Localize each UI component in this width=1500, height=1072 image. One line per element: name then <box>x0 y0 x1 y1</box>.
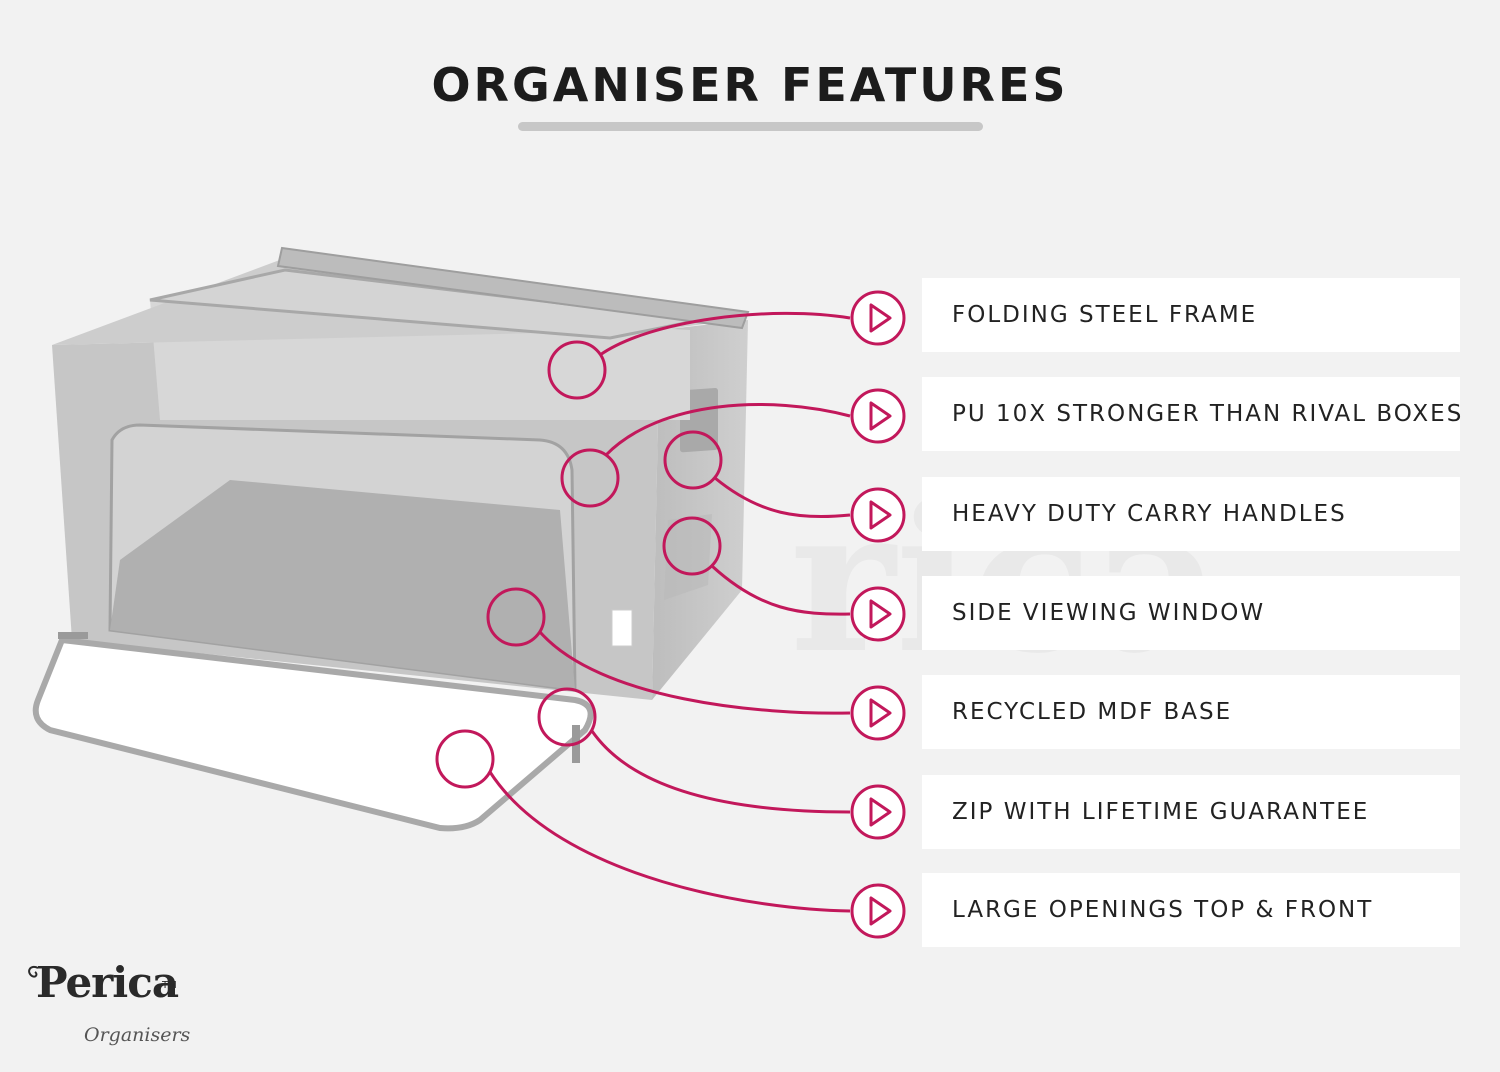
hotspot-large-openings <box>435 729 495 789</box>
connector-line <box>714 476 851 519</box>
brand-logo: Perica TM Organisers <box>24 958 194 1048</box>
connector-line <box>538 631 851 715</box>
mdf-base <box>110 480 575 690</box>
feature-item-large-openings: LARGE OPENINGS TOP & FRONT <box>922 873 1460 947</box>
connector-line <box>488 771 851 913</box>
hotspot-zip <box>537 687 597 747</box>
steel-frame-bar <box>276 246 750 330</box>
feature-item-pu-strength: PU 10X STRONGER THAN RIVAL BOXES <box>922 377 1464 451</box>
play-circle-icon <box>850 883 906 939</box>
play-circle-icon <box>850 388 906 444</box>
feature-label: FOLDING STEEL FRAME <box>952 302 1258 328</box>
play-circle-icon <box>850 487 906 543</box>
page-title: ORGANISER FEATURES <box>431 58 1069 112</box>
connector-line <box>604 403 851 457</box>
feature-item-steel-frame: FOLDING STEEL FRAME <box>922 278 1460 352</box>
feature-item-carry-handles: HEAVY DUTY CARRY HANDLES <box>922 477 1460 551</box>
play-circle-icon <box>850 784 906 840</box>
feature-label: ZIP WITH LIFETIME GUARANTEE <box>952 799 1370 825</box>
play-circle-icon <box>850 290 906 346</box>
hotspot-mdf-base <box>486 587 546 647</box>
play-circle-icon <box>850 586 906 642</box>
hotspot-steel-frame <box>547 340 607 400</box>
connector-line <box>710 564 851 616</box>
feature-item-zip-guarantee: ZIP WITH LIFETIME GUARANTEE <box>922 775 1460 849</box>
feature-label: HEAVY DUTY CARRY HANDLES <box>952 501 1347 527</box>
brand-name: Perica <box>36 958 179 1007</box>
feature-label: LARGE OPENINGS TOP & FRONT <box>952 897 1374 923</box>
connector-line <box>590 730 851 814</box>
feature-label: SIDE VIEWING WINDOW <box>952 600 1266 626</box>
hotspot-pu-material <box>560 448 620 508</box>
swirl-icon <box>28 966 39 978</box>
hotspot-side-window <box>662 516 722 576</box>
feature-item-side-window: SIDE VIEWING WINDOW <box>922 576 1460 650</box>
side-window <box>664 514 712 600</box>
play-circle-icon <box>850 685 906 741</box>
feature-label: PU 10X STRONGER THAN RIVAL BOXES <box>952 401 1464 427</box>
connector-line <box>599 311 851 357</box>
feature-label: RECYCLED MDF BASE <box>952 699 1233 725</box>
hotspot-carry-handles <box>663 430 723 490</box>
feature-item-mdf-base: RECYCLED MDF BASE <box>922 675 1460 749</box>
brand-subtitle: Organisers <box>84 1024 191 1046</box>
title-underline <box>518 122 983 131</box>
brand-trademark: TM <box>162 980 177 991</box>
storage-box <box>32 246 750 832</box>
